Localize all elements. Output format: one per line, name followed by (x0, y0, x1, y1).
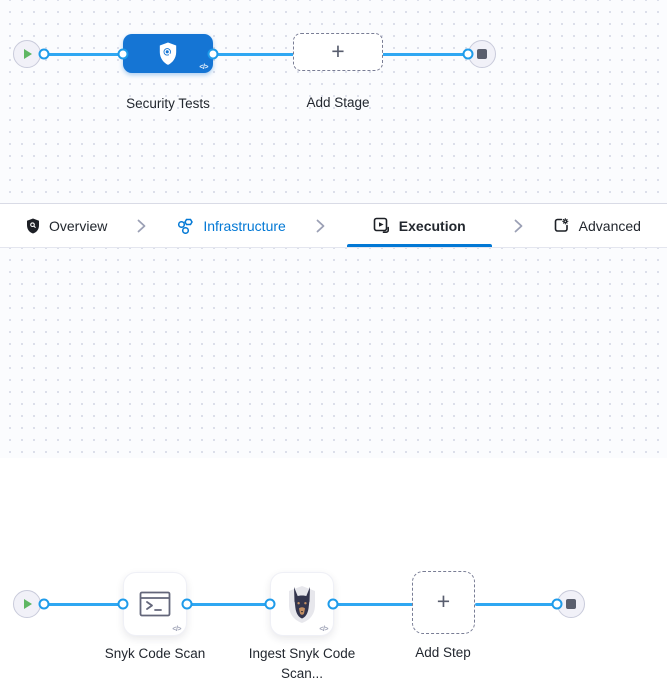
connector-line (187, 603, 271, 606)
step-label: Ingest Snyk Code Scan... (248, 646, 356, 681)
connector-port (551, 598, 563, 610)
snyk-dog-icon (285, 584, 319, 624)
add-stage-label: Add Stage (306, 95, 370, 110)
shield-icon (26, 218, 40, 234)
stop-icon (477, 49, 487, 59)
tab-infrastructure[interactable]: Infrastructure (168, 204, 293, 247)
plus-icon: + (331, 37, 345, 64)
stage-node-security-tests[interactable]: </> (123, 34, 213, 73)
connector-port (181, 598, 193, 610)
tab-label: Overview (49, 217, 108, 234)
shield-search-icon (157, 42, 179, 66)
stage-config-tabbar: Overview Infrastructure (0, 203, 667, 248)
connector-port (117, 48, 129, 60)
terminal-icon (139, 591, 171, 617)
chevron-right-icon (514, 219, 523, 233)
connector-port (264, 598, 276, 610)
tab-advanced[interactable]: Advanced (545, 204, 649, 247)
play-box-icon (373, 217, 390, 234)
stop-icon (566, 599, 576, 609)
step-label: Snyk Code Scan (104, 646, 206, 661)
stage-label: Security Tests (126, 96, 210, 111)
play-icon (22, 598, 33, 610)
tab-label: Infrastructure (203, 217, 286, 234)
stage-canvas[interactable]: </> + Security Tests Add Stage (0, 0, 667, 203)
tab-overview[interactable]: Overview (18, 204, 115, 247)
tab-label: Execution (398, 217, 466, 234)
add-step-label: Add Step (415, 645, 471, 660)
play-icon (22, 48, 33, 60)
tab-label: Advanced (578, 217, 641, 234)
infrastructure-cluster-icon (176, 217, 194, 235)
connector-line (333, 603, 413, 606)
box-gear-icon (553, 217, 570, 234)
tab-execution[interactable]: Execution (346, 204, 492, 247)
connector-port (327, 598, 339, 610)
connector-line (475, 603, 557, 606)
yaml-code-badge: </> (199, 64, 208, 71)
chevron-right-icon (316, 219, 325, 233)
execution-step-canvas[interactable]: </> </> + (0, 248, 667, 681)
pipeline-start-node (13, 40, 41, 68)
connector-line (382, 53, 468, 56)
connector-line (40, 53, 124, 56)
connector-port (117, 598, 129, 610)
add-stage-button[interactable]: + (293, 33, 383, 71)
yaml-code-badge: </> (319, 626, 328, 633)
yaml-code-badge: </> (172, 626, 181, 633)
connector-port (38, 48, 50, 60)
plus-icon: + (436, 588, 451, 614)
chevron-right-icon (137, 219, 146, 233)
connector-line (40, 603, 124, 606)
steps-start-node (13, 590, 41, 618)
step-node-ingest-snyk[interactable]: </> (270, 572, 334, 636)
step-node-snyk-code-scan[interactable]: </> (123, 572, 187, 636)
connector-port (38, 598, 50, 610)
connector-port (462, 48, 474, 60)
connector-port (207, 48, 219, 60)
connector-line (212, 53, 294, 56)
add-step-button[interactable]: + (412, 571, 475, 634)
